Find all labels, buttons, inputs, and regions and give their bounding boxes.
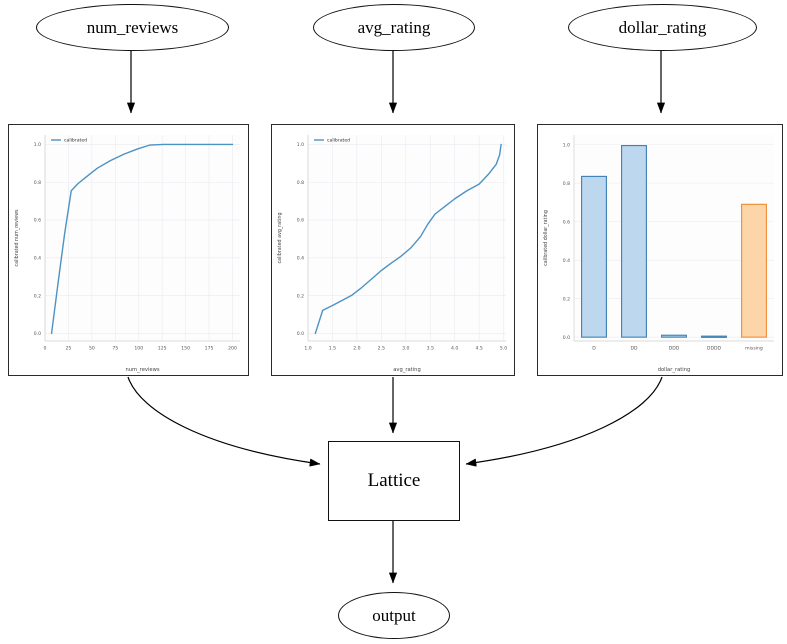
svg-text:calibrated: calibrated <box>64 138 87 144</box>
svg-text:calibrated dollar_rating: calibrated dollar_rating <box>543 210 549 266</box>
svg-text:0.2: 0.2 <box>297 293 304 299</box>
plot-panel-avg-rating: 0.0 0.2 0.4 0.6 0.8 1.0 1.0 1.5 2.0 2.5 3.0 3.5 4.0 4… <box>271 124 515 376</box>
edge-plot3-to-lattice <box>465 376 663 467</box>
svg-text:1.0: 1.0 <box>563 142 570 148</box>
svg-text:75: 75 <box>112 346 118 352</box>
svg-text:calibrated num_reviews: calibrated num_reviews <box>14 209 20 267</box>
svg-text:calibrated: calibrated <box>327 138 350 144</box>
svg-text:5.0: 5.0 <box>500 346 507 352</box>
svg-text:100: 100 <box>134 346 143 352</box>
node-avg-rating[interactable]: avg_rating <box>313 4 475 51</box>
svg-text:DDDD: DDDD <box>707 346 722 352</box>
svg-text:D: D <box>592 346 596 352</box>
plot-panel-num-reviews: 0.0 0.2 0.4 0.6 0.8 1.0 0 25 50 75 100 125 150 175 200… <box>8 124 249 376</box>
svg-text:0.0: 0.0 <box>34 331 41 337</box>
svg-text:0.0: 0.0 <box>297 331 304 337</box>
svg-text:150: 150 <box>181 346 190 352</box>
svg-text:200: 200 <box>228 346 237 352</box>
node-dollar-rating[interactable]: dollar_rating <box>568 4 757 51</box>
node-avg-rating-label: avg_rating <box>357 17 431 37</box>
node-output[interactable]: output <box>338 592 450 639</box>
svg-text:0.0: 0.0 <box>563 335 570 341</box>
svg-text:4.5: 4.5 <box>475 346 482 352</box>
svg-text:0.2: 0.2 <box>34 293 41 299</box>
svg-text:4.0: 4.0 <box>451 346 458 352</box>
svg-text:DDD: DDD <box>669 346 680 352</box>
node-num-reviews-label: num_reviews <box>86 17 179 37</box>
svg-text:1.5: 1.5 <box>329 346 336 352</box>
svg-text:DD: DD <box>630 346 638 352</box>
node-lattice[interactable]: Lattice <box>328 441 460 521</box>
svg-text:1.0: 1.0 <box>297 142 304 148</box>
svg-text:0.6: 0.6 <box>297 218 304 224</box>
svg-text:3.5: 3.5 <box>427 346 434 352</box>
chart-num-reviews: 0.0 0.2 0.4 0.6 0.8 1.0 0 25 50 75 100 125 150 175 200… <box>14 135 240 373</box>
edge-plot1-to-lattice <box>127 376 321 467</box>
svg-text:175: 175 <box>205 346 214 352</box>
svg-text:2.0: 2.0 <box>353 346 360 352</box>
chart-avg-rating: 0.0 0.2 0.4 0.6 0.8 1.0 1.0 1.5 2.0 2.5 3.0 3.5 4.0 4… <box>277 135 507 373</box>
svg-text:2.5: 2.5 <box>378 346 385 352</box>
svg-text:50: 50 <box>89 346 95 352</box>
svg-text:calibrated avg_rating: calibrated avg_rating <box>277 212 283 263</box>
svg-text:dollar_rating: dollar_rating <box>658 367 691 373</box>
svg-text:0.6: 0.6 <box>34 218 41 224</box>
svg-text:0.4: 0.4 <box>563 258 570 264</box>
svg-text:3.0: 3.0 <box>402 346 409 352</box>
svg-text:avg_rating: avg_rating <box>393 367 421 373</box>
svg-text:0.4: 0.4 <box>297 256 304 262</box>
node-num-reviews[interactable]: num_reviews <box>36 4 229 51</box>
svg-text:0.6: 0.6 <box>563 219 570 225</box>
node-dollar-rating-label: dollar_rating <box>618 17 707 37</box>
svg-text:1.0: 1.0 <box>34 142 41 148</box>
svg-text:1.0: 1.0 <box>304 346 311 352</box>
svg-text:num_reviews: num_reviews <box>125 367 159 373</box>
svg-text:0.8: 0.8 <box>297 180 304 186</box>
svg-text:0.4: 0.4 <box>34 256 41 262</box>
node-lattice-label: Lattice <box>367 470 421 491</box>
svg-text:missing: missing <box>745 346 763 352</box>
svg-text:0: 0 <box>44 346 47 352</box>
svg-text:125: 125 <box>158 346 167 352</box>
svg-text:0.8: 0.8 <box>34 180 41 186</box>
svg-text:0.2: 0.2 <box>563 296 570 302</box>
node-output-label: output <box>372 605 416 625</box>
svg-text:25: 25 <box>66 346 72 352</box>
svg-text:0.8: 0.8 <box>563 181 570 187</box>
